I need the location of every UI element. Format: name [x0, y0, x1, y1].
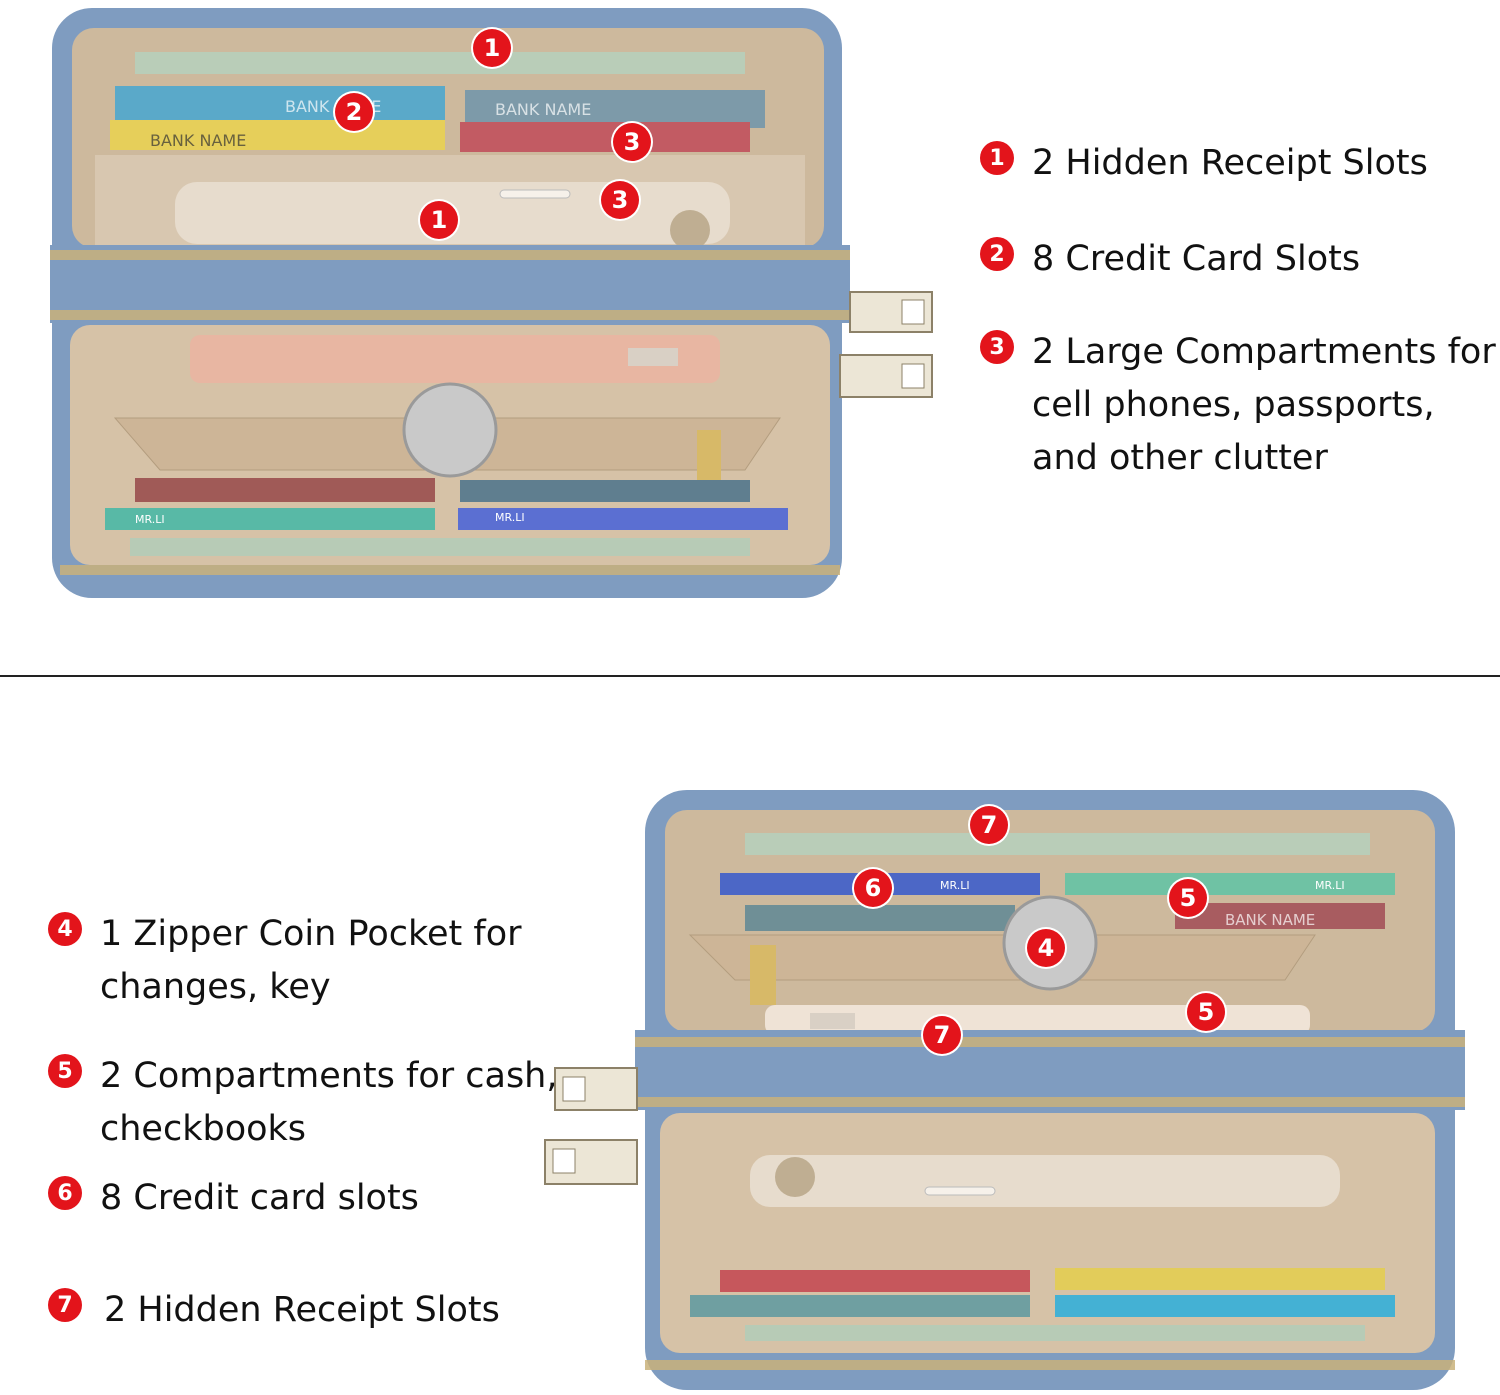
legend-text-1: 2 Hidden Receipt Slots [1032, 143, 1428, 183]
legend-badge-7: 7 [48, 1288, 82, 1322]
legend-badge-6: 6 [48, 1176, 82, 1210]
bottom-wallet-illustration: MR.LI MR.LI BANK NAME [544, 790, 1465, 1390]
marker-bottom-7a: 7 [970, 806, 1008, 844]
top-wallet-illustration: BANK NAME BANK NAME BANK NAME MR.LI MR.L… [50, 8, 933, 598]
legend-item-7: 7 2 Hidden Receipt Slots [48, 1284, 500, 1337]
marker-top-1: 1 [473, 29, 511, 67]
legend-text-2: 8 Credit Card Slots [1032, 239, 1361, 279]
legend-item-6: 6 8 Credit card slots [48, 1172, 419, 1225]
cash-bill [135, 52, 745, 74]
coin [402, 382, 498, 478]
legend-item-5: 5 2 Compartments for cash, checkbooks [48, 1050, 558, 1156]
legend-badge-1: 1 [980, 141, 1014, 175]
legend-item-3: 3 2 Large Compartments for cell phones, … [980, 326, 1496, 485]
legend-text-7: 2 Hidden Receipt Slots [104, 1290, 500, 1330]
power-bank [190, 335, 720, 383]
legend-text-5: 2 Compartments for cash, checkbooks [100, 1056, 558, 1149]
legend-badge-5: 5 [48, 1054, 82, 1088]
marker-top-1b: 1 [420, 201, 458, 239]
marker-bottom-5b: 5 [1187, 993, 1225, 1031]
marker-top-2: 2 [335, 93, 373, 131]
legend-badge-4: 4 [48, 912, 82, 946]
legend-item-4: 4 1 Zipper Coin Pocket for changes, key [48, 908, 522, 1014]
legend-item-2: 2 8 Credit Card Slots [980, 233, 1360, 286]
card-mr-li-2: MR.LI [495, 511, 525, 524]
marker-bottom-6: 6 [854, 869, 892, 907]
legend-text-3: 2 Large Compartments for cell phones, pa… [1032, 332, 1496, 478]
legend-item-1: 1 2 Hidden Receipt Slots [980, 137, 1428, 190]
card-mr-li-1: MR.LI [135, 513, 165, 526]
card-bank-name-2: BANK NAME [495, 100, 591, 119]
card-bank-name-3: BANK NAME [150, 131, 246, 150]
marker-bottom-5a: 5 [1169, 879, 1207, 917]
legend-text-6: 8 Credit card slots [100, 1178, 419, 1218]
marker-top-3a: 3 [613, 123, 651, 161]
section-divider [0, 675, 1500, 677]
marker-top-3b: 3 [601, 181, 639, 219]
legend-text-4: 1 Zipper Coin Pocket for changes, key [100, 914, 522, 1007]
card-bank-name-4: BANK NAME [1225, 911, 1315, 929]
legend-badge-3: 3 [980, 330, 1014, 364]
card-mr-li-4: MR.LI [1315, 879, 1345, 892]
marker-bottom-4: 4 [1027, 929, 1065, 967]
card-mr-li-3: MR.LI [940, 879, 970, 892]
marker-bottom-7b: 7 [923, 1016, 961, 1054]
legend-badge-2: 2 [980, 237, 1014, 271]
